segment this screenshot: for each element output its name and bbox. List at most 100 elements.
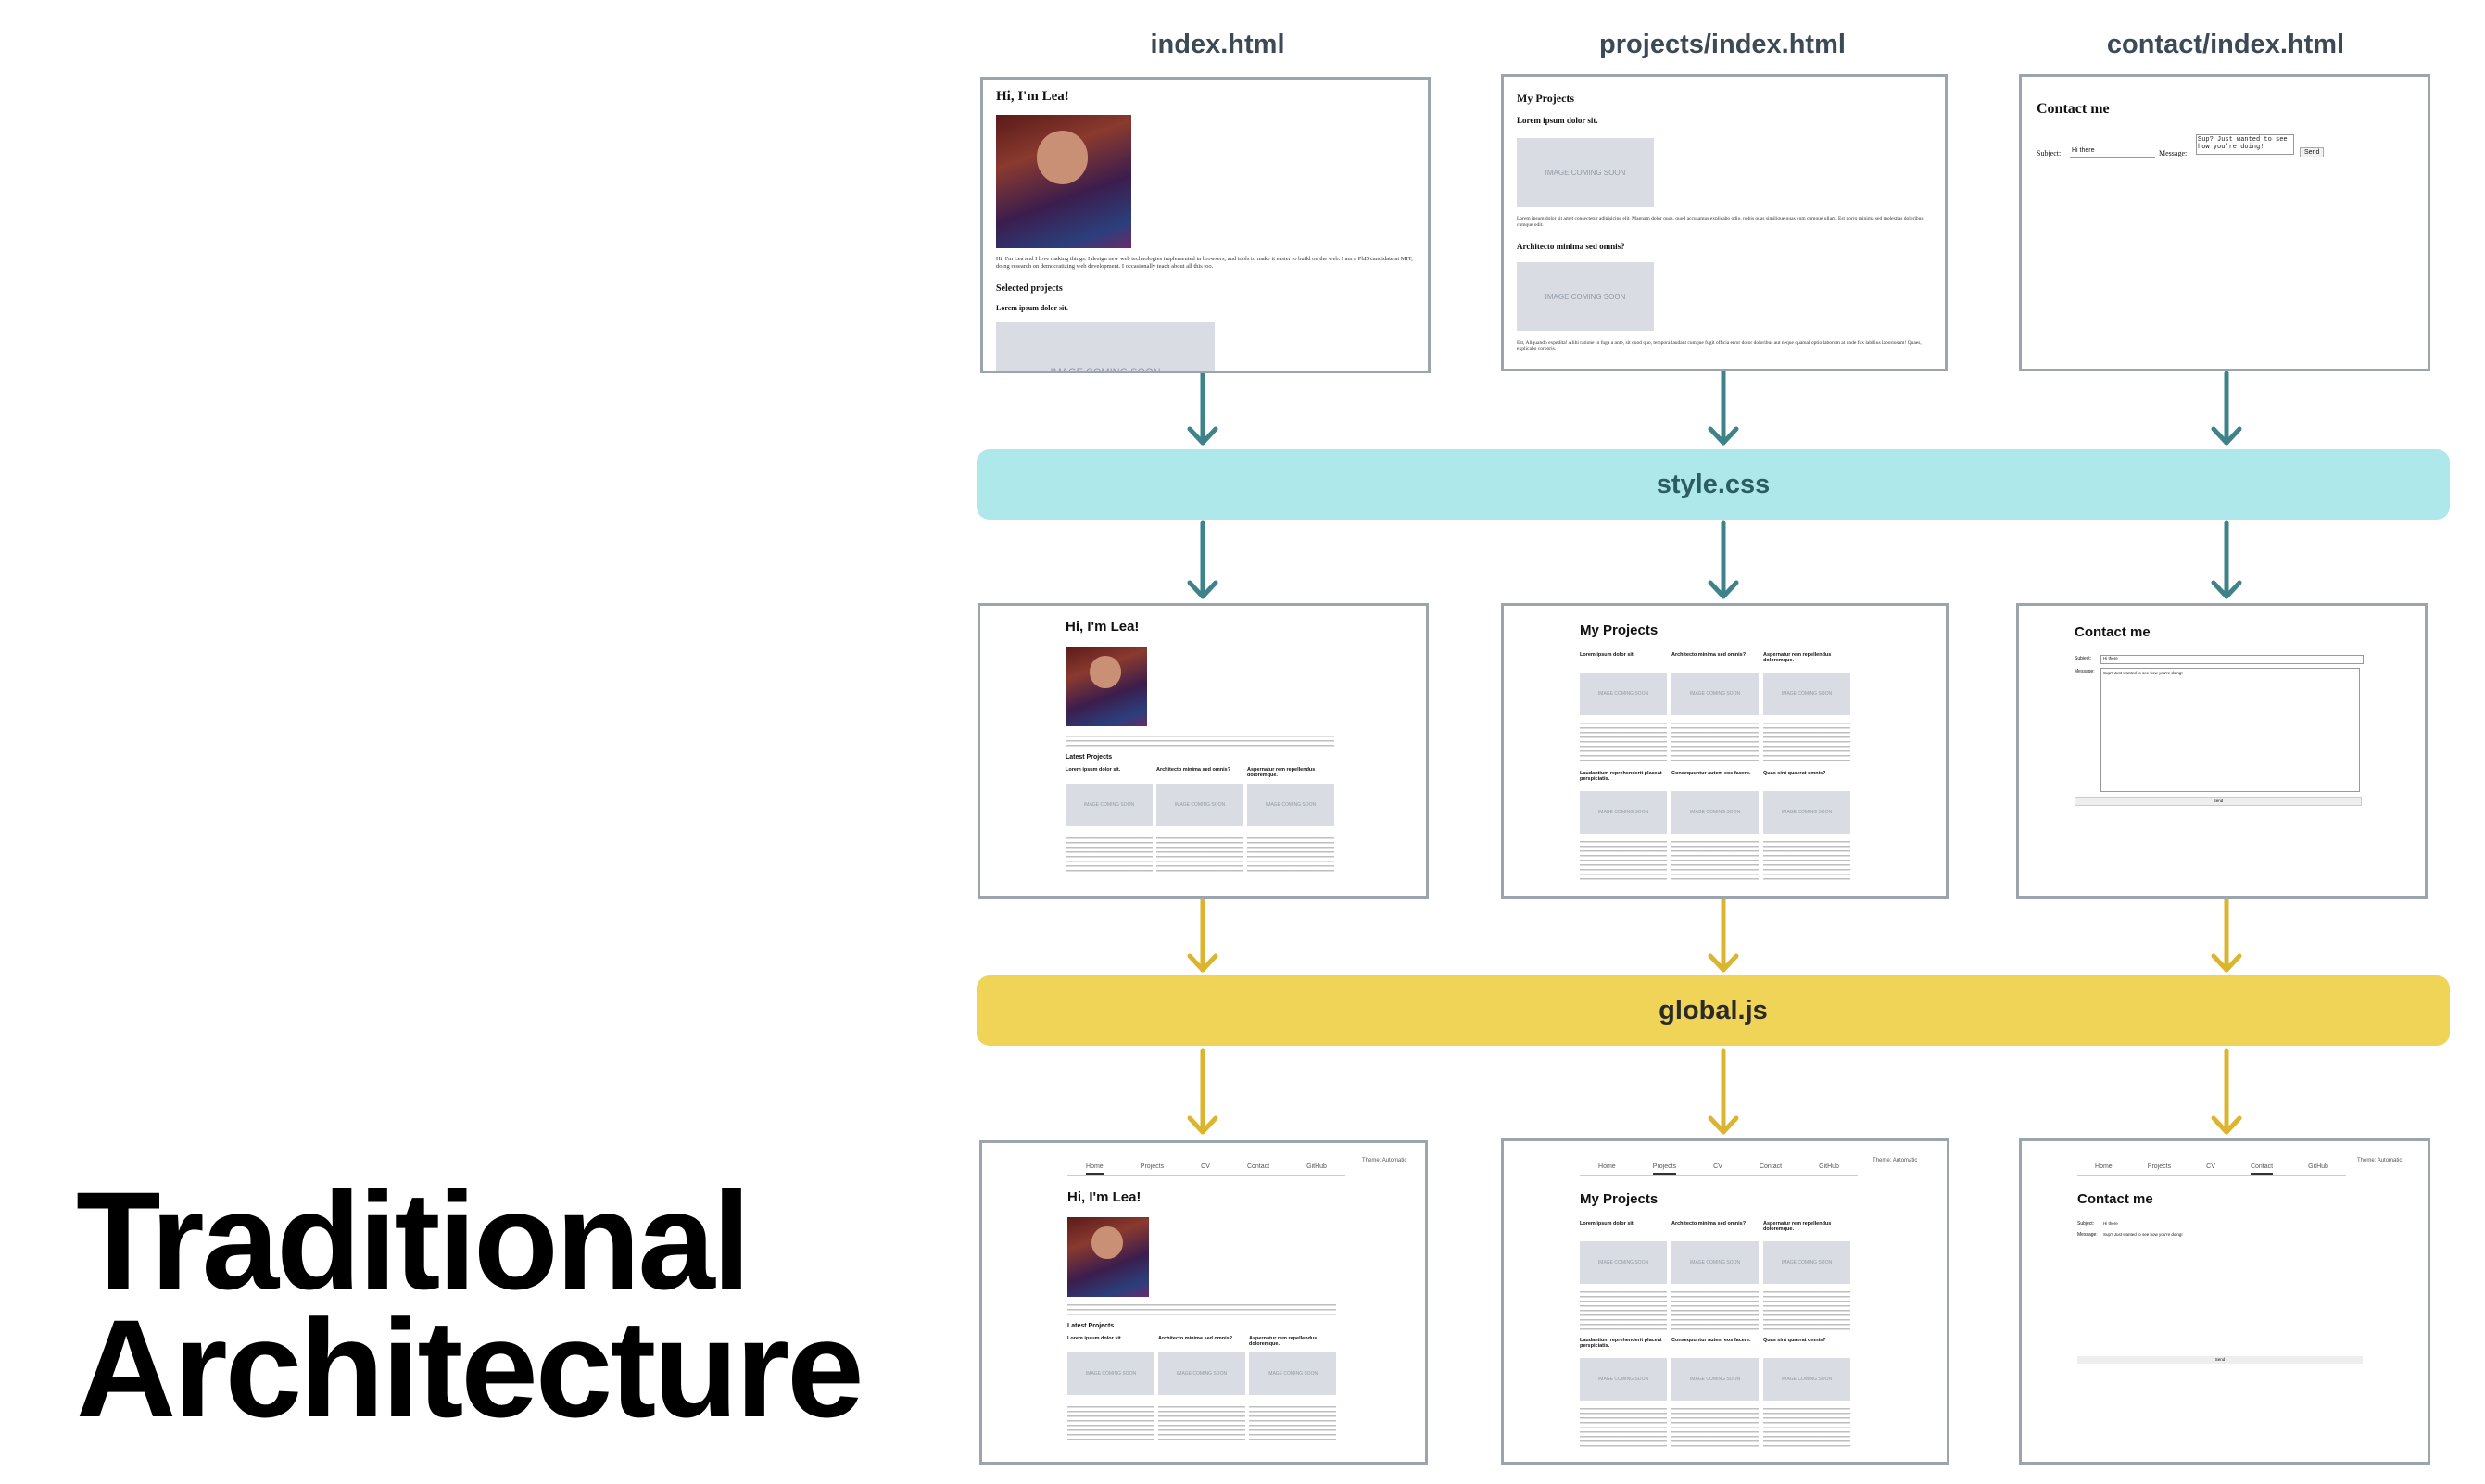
card-title: Aspernatur rem repellendus doloremque.	[1763, 652, 1832, 663]
projects-heading: My Projects	[1580, 623, 1659, 638]
message-field[interactable]: Sup? Just wanted to see how you're doing…	[2103, 1232, 2183, 1237]
theme-select[interactable]: Automatic	[2377, 1158, 2403, 1163]
page-projects-styled: My Projects Lorem ipsum dolor sit. Archi…	[1501, 603, 1949, 899]
image-placeholder: IMAGE COMING SOON	[1763, 1241, 1850, 1284]
message-field[interactable]: Sup? Just wanted to see how you're doing…	[2196, 134, 2294, 155]
home-heading: Hi, I'm Lea!	[996, 89, 1069, 104]
diagram-title: Traditional Architecture	[76, 1163, 864, 1446]
message-field[interactable]: Sup? Just wanted to see how you're doing…	[2100, 668, 2360, 792]
contact-heading: Contact me	[2075, 624, 2151, 640]
profile-photo	[1067, 1217, 1149, 1297]
message-label: Message:	[2077, 1232, 2098, 1238]
card-text	[1580, 1291, 1667, 1332]
card-title: Lorem ipsum dolor sit.	[1580, 652, 1635, 658]
nav-cv[interactable]: CV	[2206, 1163, 2215, 1170]
nav-cv[interactable]: CV	[1713, 1163, 1722, 1170]
card-title: Aspernatur rem repellendus doloremque.	[1763, 1221, 1832, 1232]
card-text	[1580, 723, 1667, 763]
project-description: Lorem ipsum dolor sit amet consectetur a…	[1517, 216, 1924, 228]
card-text	[1763, 723, 1850, 763]
profile-photo	[1066, 647, 1147, 726]
send-button[interactable]: Send	[2077, 1356, 2363, 1364]
profile-photo	[996, 115, 1131, 248]
subject-field[interactable]: Hi there	[2100, 655, 2364, 664]
subject-field[interactable]: Hi there	[2070, 147, 2155, 158]
image-placeholder: IMAGE COMING SOON	[1671, 673, 1759, 715]
image-placeholder: IMAGE COMING SOON	[1671, 1358, 1759, 1401]
image-placeholder: IMAGE COMING SOON	[1066, 784, 1153, 826]
file-label-contact: contact/index.html	[2106, 30, 2345, 59]
card-text	[1671, 1291, 1759, 1332]
page-index-final: Home Projects CV Contact GitHub Theme: A…	[979, 1140, 1428, 1465]
page-projects-unstyled: My Projects Lorem ipsum dolor sit. IMAGE…	[1501, 74, 1948, 371]
nav-projects[interactable]: Projects	[1652, 1163, 1677, 1175]
theme-label: Theme:	[2357, 1158, 2377, 1163]
card-title: Architecto minima sed omnis?	[1671, 652, 1747, 658]
home-heading: Hi, I'm Lea!	[1067, 1189, 1142, 1205]
title-line-1: Traditional	[76, 1163, 751, 1318]
latest-projects-heading: Latest Projects	[1067, 1323, 1115, 1329]
card-title: Consequuntur autem eos facere.	[1671, 771, 1751, 776]
page-index-styled: Hi, I'm Lea! Latest Projects Lorem ipsum…	[978, 603, 1429, 899]
card-text	[1671, 841, 1759, 882]
image-placeholder: IMAGE COMING SOON	[1517, 138, 1654, 207]
card-title: Aspernatur rem repellendus doloremque.	[1247, 767, 1316, 778]
nav-bar: Home Projects CV Contact GitHub	[1580, 1163, 1858, 1176]
image-placeholder: IMAGE COMING SOON	[1580, 1358, 1667, 1401]
nav-cv[interactable]: CV	[1201, 1163, 1210, 1170]
card-text	[1763, 1291, 1850, 1332]
image-placeholder: IMAGE COMING SOON	[1671, 791, 1759, 834]
theme-switcher[interactable]: Theme: Automatic	[1873, 1158, 1917, 1163]
image-placeholder: IMAGE COMING SOON	[1671, 1241, 1759, 1284]
card-text	[1249, 1406, 1336, 1443]
image-placeholder: IMAGE COMING SOON	[996, 322, 1215, 371]
card-text	[1156, 837, 1243, 874]
theme-switcher[interactable]: Theme: Automatic	[2357, 1158, 2402, 1163]
card-title: Quas sint quaerat omnis?	[1763, 771, 1826, 776]
nav-contact[interactable]: Contact	[1246, 1163, 1270, 1170]
nav-github[interactable]: GitHub	[1306, 1163, 1327, 1170]
nav-home[interactable]: Home	[2095, 1163, 2113, 1170]
contact-heading: Contact me	[2037, 101, 2110, 117]
page-projects-final: Home Projects CV Contact GitHub Theme: A…	[1501, 1138, 1949, 1465]
image-placeholder: IMAGE COMING SOON	[1763, 673, 1850, 715]
project-title: Architecto minima sed omnis?	[1517, 242, 1625, 251]
nav-github[interactable]: GitHub	[1819, 1163, 1839, 1170]
theme-select[interactable]: Automatic	[1381, 1158, 1407, 1163]
nav-home[interactable]: Home	[1598, 1163, 1616, 1170]
theme-switcher[interactable]: Theme: Automatic	[1362, 1158, 1406, 1163]
global-js-bar: global.js	[977, 975, 2450, 1046]
file-label-index: index.html	[1150, 30, 1285, 59]
card-text	[1580, 841, 1667, 882]
message-label: Message:	[2075, 669, 2095, 674]
nav-github[interactable]: GitHub	[2308, 1163, 2328, 1170]
card-title: Laudantium reprehenderit placeat perspic…	[1580, 1338, 1662, 1349]
card-text	[1580, 1408, 1667, 1449]
image-placeholder: IMAGE COMING SOON	[1580, 673, 1667, 715]
home-bio	[1067, 1304, 1336, 1315]
image-placeholder: IMAGE COMING SOON	[1156, 784, 1243, 826]
card-title: Architecto minima sed omnis?	[1671, 1221, 1747, 1226]
title-line-2: Architecture	[76, 1290, 864, 1446]
card-text	[1247, 837, 1334, 874]
nav-contact[interactable]: Contact	[2250, 1163, 2274, 1175]
card-text	[1671, 1408, 1759, 1449]
card-text	[1671, 723, 1759, 763]
theme-select[interactable]: Automatic	[1892, 1158, 1918, 1163]
page-contact-unstyled: Contact me Subject: Hi there Message: Su…	[2019, 74, 2430, 371]
home-bio	[1066, 736, 1334, 747]
nav-home[interactable]: Home	[1086, 1163, 1104, 1175]
nav-projects[interactable]: Projects	[2147, 1163, 2172, 1170]
page-contact-styled: Contact me Subject: Hi there Message: Su…	[2016, 603, 2428, 899]
image-placeholder: IMAGE COMING SOON	[1580, 1241, 1667, 1284]
nav-contact[interactable]: Contact	[1759, 1163, 1783, 1170]
subject-field[interactable]: Hi there	[2103, 1221, 2118, 1226]
nav-projects[interactable]: Projects	[1140, 1163, 1165, 1170]
send-button[interactable]: Send	[2300, 147, 2325, 157]
image-placeholder: IMAGE COMING SOON	[1580, 791, 1667, 834]
nav-bar: Home Projects CV Contact GitHub	[2077, 1163, 2346, 1176]
send-button[interactable]: Send	[2075, 797, 2362, 806]
image-placeholder: IMAGE COMING SOON	[1249, 1352, 1336, 1395]
project-description: Est, Aliquando expedita! Alibi ratione i…	[1517, 340, 1922, 352]
